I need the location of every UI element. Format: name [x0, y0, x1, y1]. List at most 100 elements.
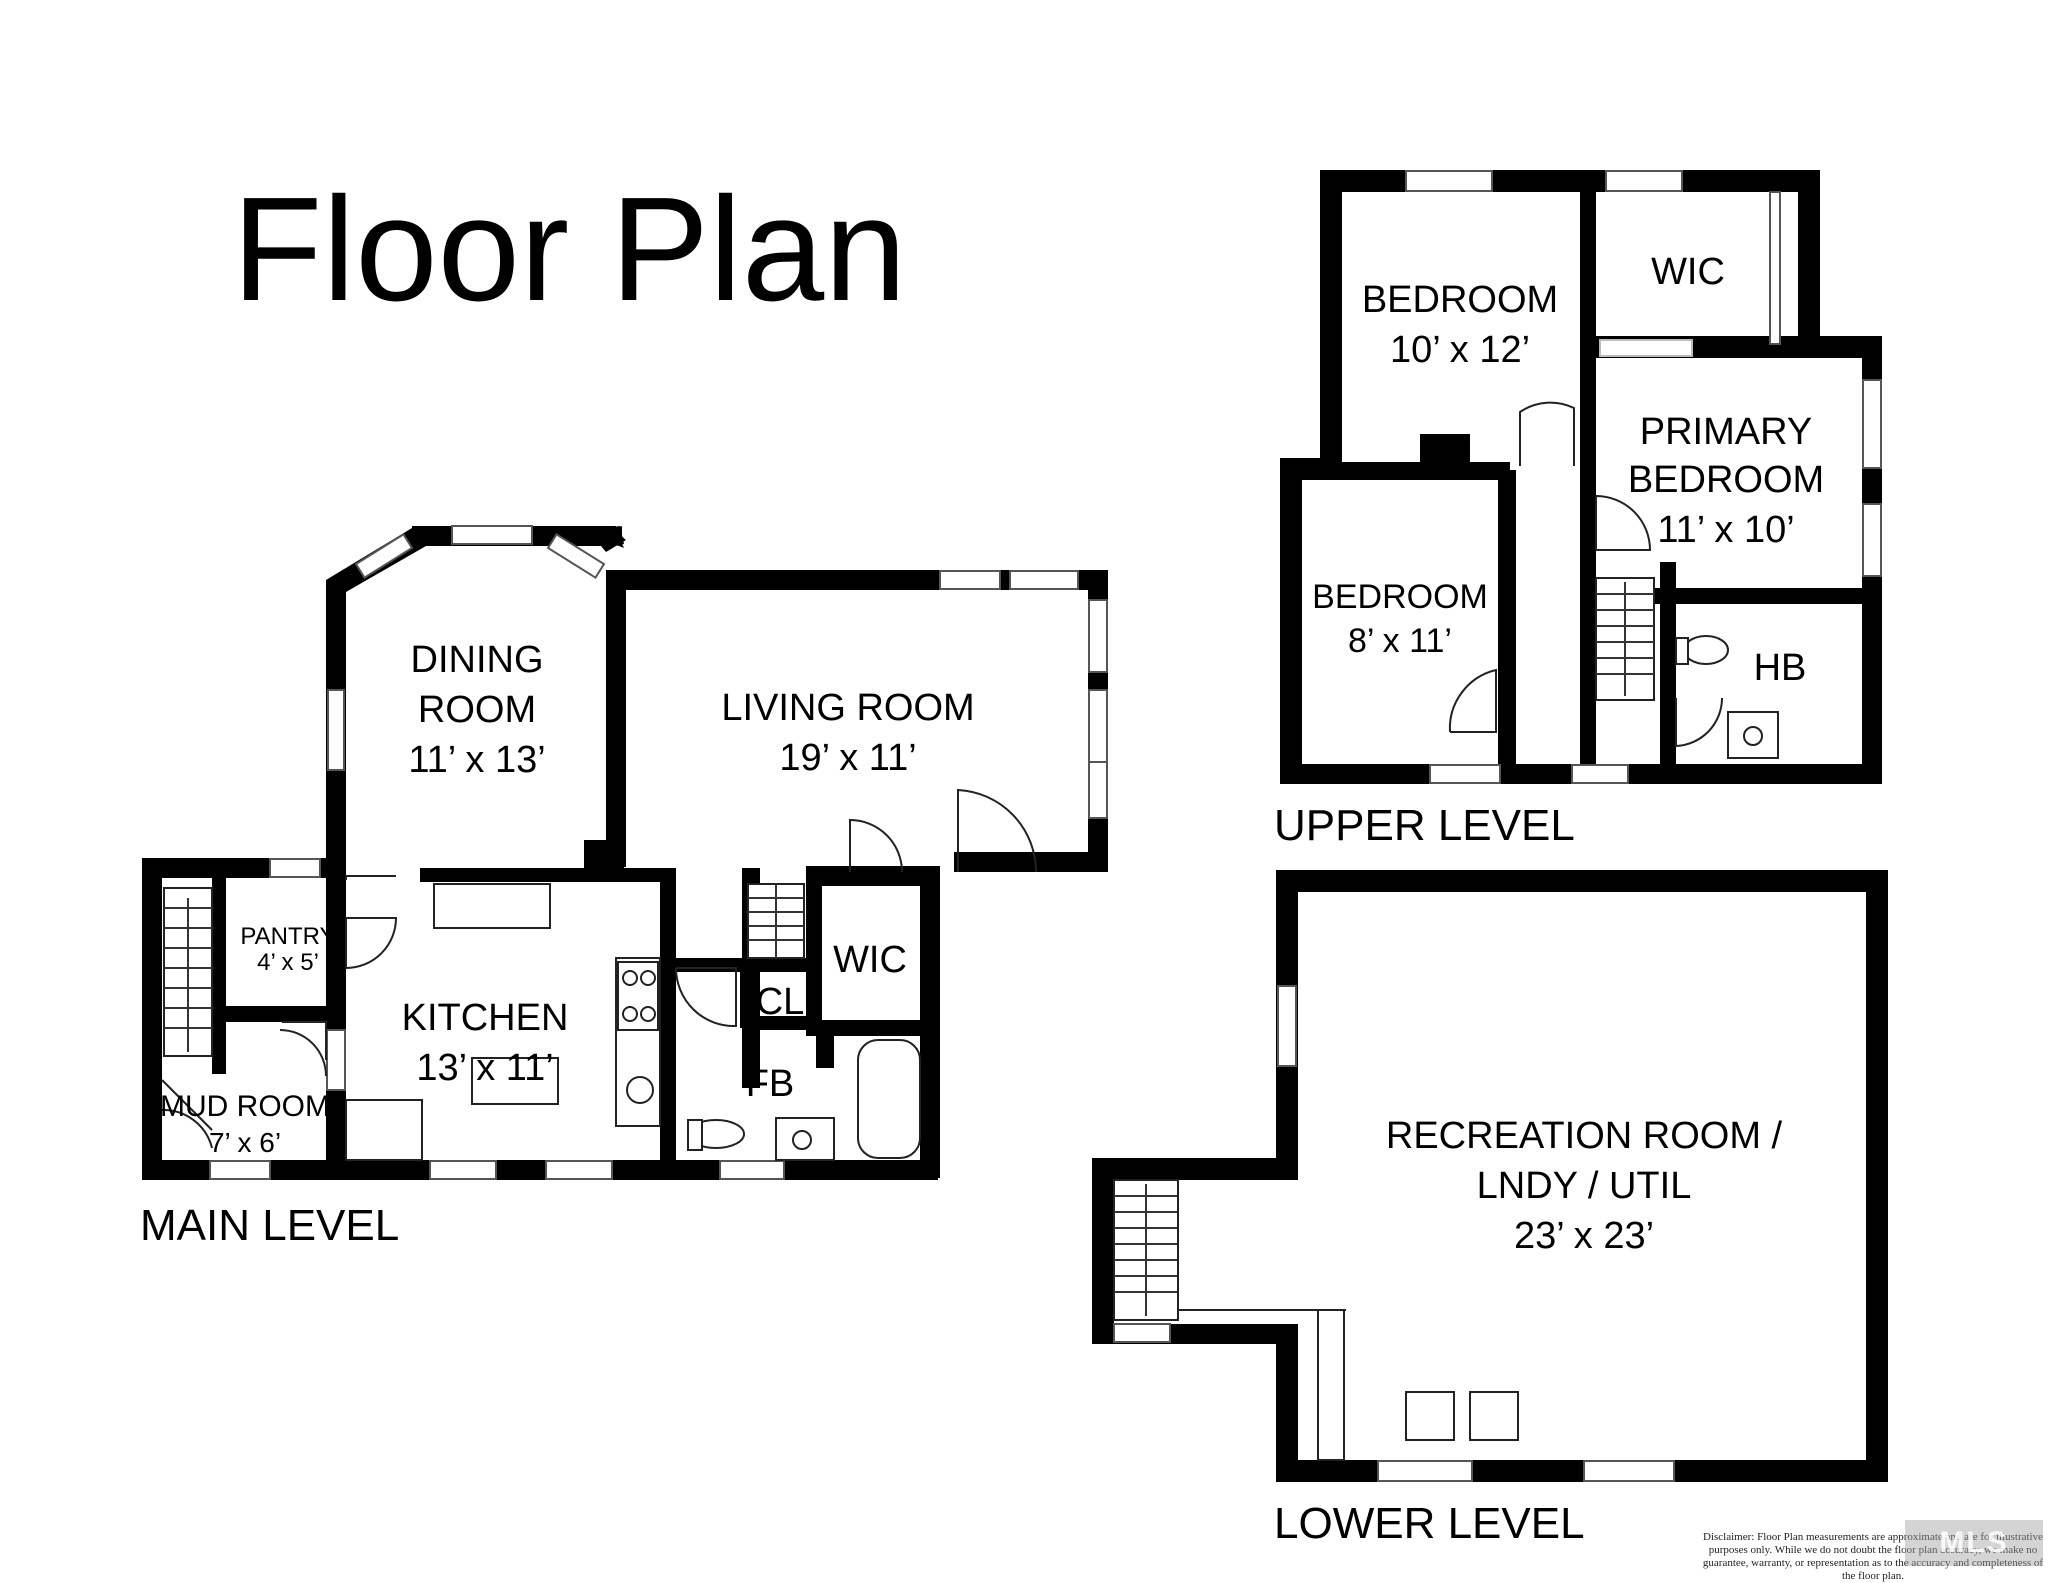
window — [1405, 170, 1493, 192]
upper-level-plan — [1280, 170, 1882, 784]
wall — [584, 840, 624, 870]
wall — [1420, 434, 1470, 470]
burner — [622, 970, 638, 986]
dining-room-size: 11’ x 13’ — [408, 739, 545, 781]
toilet-icon — [1683, 635, 1729, 665]
dining-room-label: DINING — [411, 639, 544, 681]
window — [1769, 191, 1781, 345]
watermark-logo: MLS — [1905, 1520, 2043, 1566]
window — [1862, 503, 1882, 577]
window — [1605, 170, 1683, 192]
window — [1583, 1460, 1675, 1482]
bedroom-upper-size: 10’ x 12’ — [1390, 329, 1530, 371]
counter — [345, 1099, 423, 1161]
wall — [740, 958, 754, 1028]
window — [1429, 764, 1501, 784]
burner — [622, 1006, 638, 1022]
wall — [1580, 184, 1596, 348]
wall — [1276, 1324, 1298, 1480]
wic-main-label: WIC — [833, 939, 907, 981]
mud-room-label: MUD ROOM — [160, 1090, 330, 1123]
window — [354, 532, 414, 580]
vanity-sink-icon — [1727, 711, 1779, 759]
wall — [606, 575, 626, 867]
recreation-room-label: RECREATION ROOM / — [1386, 1115, 1783, 1157]
wic-upper-label: WIC — [1651, 251, 1725, 293]
bedroom-small-size: 8’ x 11’ — [1348, 622, 1452, 660]
door — [957, 788, 1038, 873]
window — [326, 1029, 346, 1091]
kitchen-label: KITCHEN — [402, 997, 569, 1039]
stairs — [1113, 1179, 1179, 1321]
pantry-label: PANTRY — [240, 923, 335, 950]
counter — [1317, 1309, 1345, 1461]
wall — [1280, 458, 1302, 784]
wall — [816, 1036, 834, 1068]
main-level-label: MAIN LEVEL — [140, 1201, 399, 1250]
window — [269, 858, 321, 878]
vanity-sink-icon — [775, 1117, 835, 1161]
wall — [1320, 170, 1820, 192]
door — [161, 1108, 213, 1149]
wall — [754, 1016, 806, 1030]
door — [1448, 668, 1497, 733]
sink-icon — [626, 1076, 654, 1104]
half-bath-label: HB — [1754, 647, 1807, 689]
wall — [1092, 1158, 1114, 1344]
stairs — [747, 883, 805, 959]
door — [279, 1029, 327, 1077]
window — [327, 689, 345, 771]
door — [161, 1079, 213, 1131]
window — [451, 525, 533, 545]
door — [345, 875, 396, 880]
window — [1088, 689, 1108, 763]
door — [1595, 495, 1652, 551]
toilet-tank — [1675, 637, 1689, 665]
wall — [1660, 590, 1676, 760]
pantry-size: 4’ x 5’ — [257, 949, 319, 976]
stairs — [163, 887, 213, 1057]
primary-bedroom-size: 11’ x 10’ — [1657, 509, 1794, 551]
wall — [806, 872, 940, 886]
wall — [1276, 1460, 1888, 1482]
main-level-plan — [142, 525, 1108, 1180]
window — [1862, 379, 1882, 469]
wall — [1498, 470, 1516, 784]
wall — [1580, 336, 1596, 784]
door — [345, 917, 398, 970]
window — [1088, 761, 1108, 819]
wall — [142, 858, 162, 1178]
burner — [640, 970, 656, 986]
window — [1571, 764, 1629, 784]
door — [1675, 697, 1724, 748]
lower-level-label: LOWER LEVEL — [1274, 1499, 1585, 1548]
primary-bedroom-label: BEDROOM — [1628, 459, 1824, 501]
window — [939, 570, 1001, 590]
burner — [640, 1006, 656, 1022]
window — [1009, 570, 1079, 590]
kitchen-size: 13’ x 11’ — [416, 1047, 553, 1089]
wall — [604, 526, 624, 548]
disclaimer-text: Disclaimer: Floor Plan measurements are … — [1702, 1531, 2044, 1582]
toilet-tank — [687, 1119, 703, 1151]
mud-room-size: 7’ x 6’ — [209, 1127, 281, 1158]
primary-bedroom-label: PRIMARY — [1640, 411, 1812, 453]
kitchen-island — [471, 1057, 559, 1105]
page-title: Floor Plan — [232, 167, 907, 332]
upper-level-label: UPPER LEVEL — [1274, 801, 1575, 850]
window — [1377, 1460, 1473, 1482]
wall — [212, 874, 226, 1074]
wall — [1798, 170, 1820, 346]
window — [719, 1160, 785, 1180]
closet-label: CL — [756, 981, 805, 1023]
kitchen-counter — [433, 883, 551, 929]
window — [429, 1160, 497, 1180]
lower-level-plan — [1092, 870, 1888, 1482]
recreation-room-size: 23’ x 23’ — [1514, 1215, 1654, 1257]
wall — [1320, 170, 1342, 470]
window — [1277, 985, 1297, 1067]
bedroom-upper-label: BEDROOM — [1362, 279, 1558, 321]
living-room-size: 19’ x 11’ — [779, 737, 916, 779]
door — [282, 1021, 327, 1060]
